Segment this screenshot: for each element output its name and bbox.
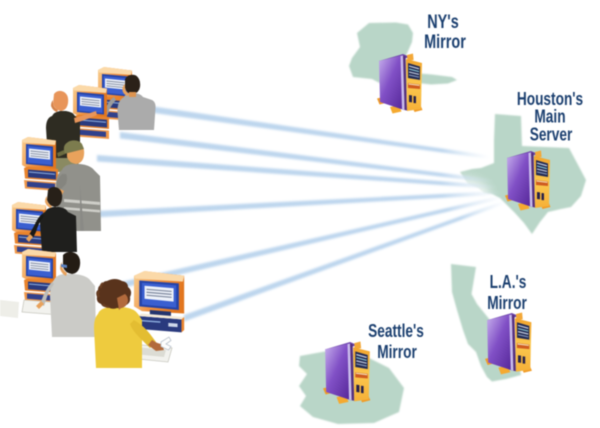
svg-text:Houston's: Houston's [517, 89, 583, 109]
svg-text:Mirror: Mirror [424, 30, 466, 53]
svg-text:Main: Main [534, 107, 565, 127]
svg-text:Server: Server [530, 125, 573, 145]
svg-text:L.A.'s: L.A.'s [490, 272, 527, 292]
svg-text:Mirror: Mirror [487, 293, 527, 313]
svg-text:Mirror: Mirror [377, 342, 417, 362]
svg-text:Seattle's: Seattle's [368, 321, 424, 341]
svg-text:NY's: NY's [427, 10, 458, 33]
